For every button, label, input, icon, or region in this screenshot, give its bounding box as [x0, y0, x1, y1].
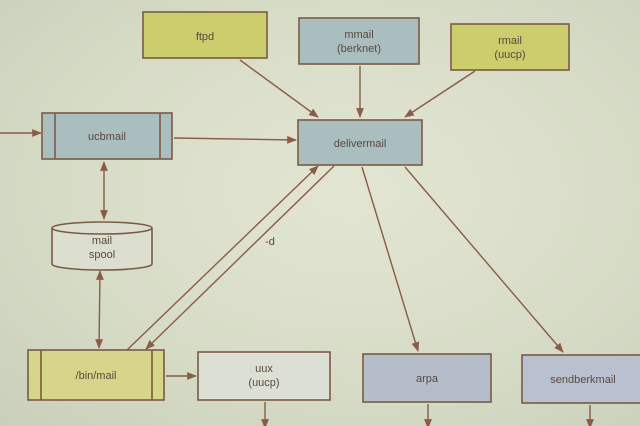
node-label: arpa	[416, 373, 439, 385]
node-label: /bin/mail	[76, 370, 117, 382]
node-label: rmail	[498, 35, 522, 47]
edge-ucbmail-delivermail	[173, 135, 297, 144]
node-label: (uucp)	[494, 49, 525, 61]
node-label: mail	[92, 235, 112, 247]
node-label: (uucp)	[248, 377, 279, 389]
edge-binmail-delivermail	[126, 165, 319, 351]
node-label: delivermail	[334, 138, 387, 150]
node-shape	[362, 353, 492, 403]
node-mail-spool: mail spool	[51, 221, 153, 271]
node-arpa: arpa	[362, 353, 492, 403]
node-shape	[197, 351, 331, 401]
node-label: sendberkmail	[550, 374, 615, 386]
node-bin-mail: /bin/mail	[27, 349, 165, 401]
edge-rmail-delivermail	[404, 70, 476, 118]
node-label: mmail	[344, 29, 373, 41]
node-delivermail: delivermail	[297, 119, 423, 166]
edge-label-d: -d	[265, 236, 275, 248]
node-mmail: mmail (berknet)	[298, 17, 420, 65]
edge-spool-binmail	[95, 270, 104, 349]
node-ftpd: ftpd	[142, 11, 268, 59]
node-shape	[297, 119, 423, 166]
node-rmail: rmail (uucp)	[450, 23, 570, 71]
node-shape	[450, 23, 570, 71]
edge-delivermail-sendberkmail	[404, 166, 564, 353]
edge-ftpd-delivermail	[239, 59, 319, 118]
node-shape	[41, 112, 173, 160]
node-label: spool	[89, 249, 115, 261]
node-label: ftpd	[196, 31, 214, 43]
node-label: (berknet)	[337, 43, 381, 55]
edge-delivermail-arpa	[361, 166, 420, 352]
node-label: uux	[255, 363, 273, 375]
node-shape	[142, 11, 268, 59]
node-shape	[51, 227, 153, 235]
node-ucbmail: ucbmail	[41, 112, 173, 160]
edge-delivermail-binmail	[145, 165, 335, 350]
node-label: ucbmail	[88, 131, 126, 143]
node-uux: uux (uucp)	[197, 351, 331, 401]
node-shape	[27, 349, 165, 401]
node-shape	[298, 17, 420, 65]
node-shape	[521, 354, 640, 404]
node-sendberkmail: sendberkmail	[521, 354, 640, 404]
